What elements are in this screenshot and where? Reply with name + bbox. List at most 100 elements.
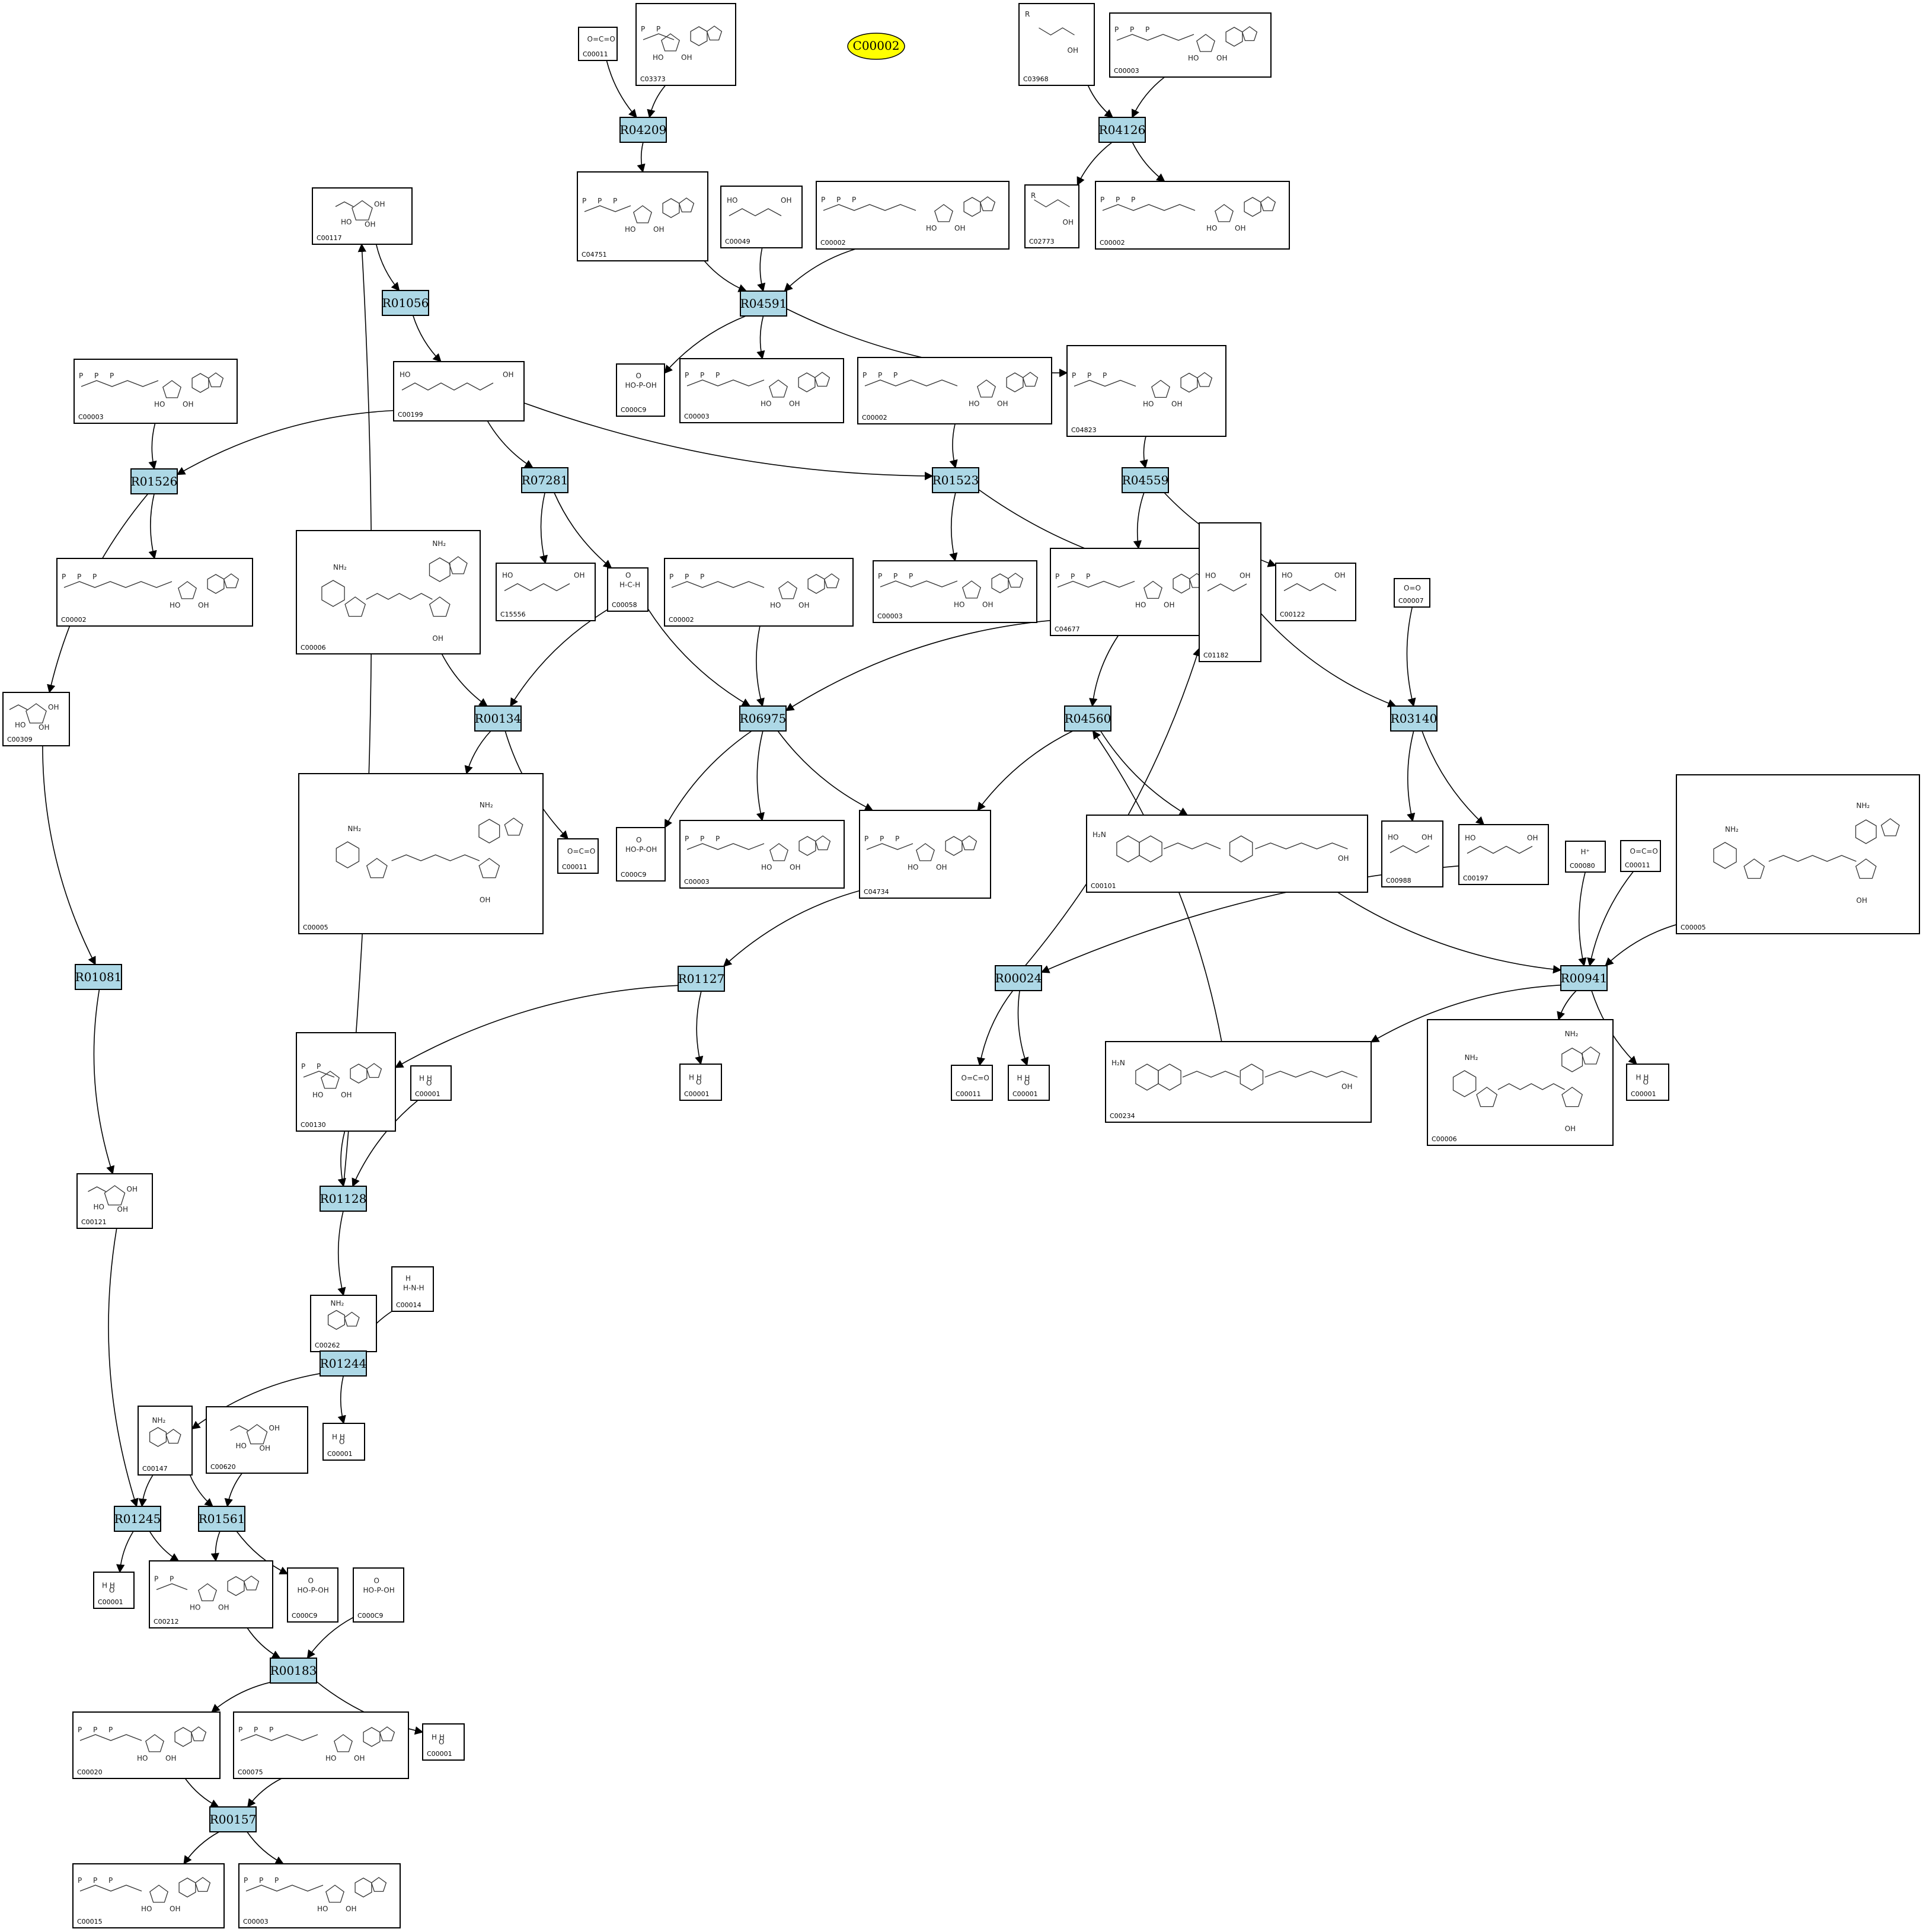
reaction-node-r01127[interactable]: R01127: [678, 966, 725, 992]
reaction-node-r03140[interactable]: R03140: [1390, 705, 1438, 732]
reaction-node-r04591[interactable]: R04591: [740, 290, 787, 317]
svg-text:P: P: [1100, 196, 1104, 204]
reaction-node-r01523[interactable]: R01523: [932, 467, 979, 493]
reaction-node-r00134[interactable]: R00134: [474, 705, 522, 732]
reaction-box: [521, 467, 568, 493]
molecule-structure-icon: O=C=O: [962, 1074, 989, 1082]
reaction-node-r01128[interactable]: R01128: [320, 1186, 367, 1212]
reaction-node-r00183[interactable]: R00183: [270, 1658, 317, 1684]
reaction-node-r04126[interactable]: R04126: [1098, 117, 1146, 143]
reaction-box: [209, 1806, 257, 1832]
edge-r06975-to-n30: [664, 730, 752, 829]
reaction-box: [320, 1186, 367, 1212]
reaction-node-r04209[interactable]: R04209: [619, 117, 667, 143]
reaction-node-r01245[interactable]: R01245: [114, 1506, 161, 1532]
reaction-label: R04560: [1065, 711, 1111, 726]
compound-box: [816, 181, 1010, 250]
reaction-node-r01526[interactable]: R01526: [130, 468, 178, 494]
reaction-node-r00941[interactable]: R00941: [1560, 965, 1608, 991]
reaction-node-r06975[interactable]: R06975: [739, 705, 787, 732]
svg-text:OH: OH: [1063, 218, 1074, 226]
reaction-node-r00024[interactable]: R00024: [995, 965, 1042, 991]
svg-text:P: P: [317, 1062, 321, 1071]
reaction-node-r01056[interactable]: R01056: [382, 290, 429, 316]
reaction-node-r04560[interactable]: R04560: [1064, 705, 1111, 732]
compound-label: C01182: [1203, 652, 1229, 659]
reaction-node-r00157[interactable]: R00157: [209, 1806, 257, 1832]
compound-box: [72, 1863, 225, 1928]
reaction-node-r07281[interactable]: R07281: [521, 467, 568, 493]
reaction-node-r01081[interactable]: R01081: [75, 964, 122, 990]
reaction-node-r04559[interactable]: R04559: [1122, 467, 1169, 493]
reaction-node-r01244[interactable]: R01244: [320, 1350, 367, 1377]
edge-r01245-to-n53: [116, 1531, 134, 1573]
compound-node-c00080[interactable]: H⁺C00080: [1565, 841, 1606, 873]
reaction-node-r01561[interactable]: R01561: [198, 1506, 245, 1532]
svg-text:HO: HO: [727, 196, 737, 205]
highlight-node[interactable]: C00002: [847, 33, 905, 60]
edge-n50-to-r01245: [138, 1474, 154, 1508]
